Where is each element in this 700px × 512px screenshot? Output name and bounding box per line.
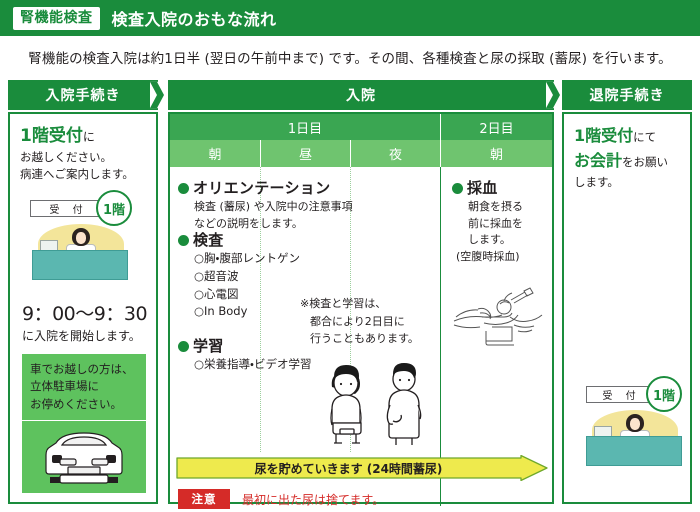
day2-blood-test-desc4: (空腹時採血): [456, 249, 520, 263]
reception-staff-face-left: [76, 232, 86, 244]
day1-item-learning: 学習 ○栄養指導・ビデオ学習: [178, 335, 368, 374]
floor-badge-right: 1階: [646, 376, 682, 412]
left-intro-text: 1階受付に お越しください。 病連へご案内します。: [20, 124, 150, 183]
reception-desk-left: [32, 250, 128, 280]
caution-message: 最初に出た尿は捨てます。: [242, 493, 385, 507]
column-discharge-procedure: 1階受付にて お会計をお願い します。 受 付 1階: [562, 112, 692, 504]
parking-note-line2: 立体駐車場に: [30, 379, 99, 394]
reception-sign-left: 受 付: [30, 200, 102, 217]
day1-examination-sub-3: ○In Body: [194, 304, 248, 319]
left-intro-line3: 病連へご案内します。: [20, 166, 134, 181]
right-intro-line2: お会計をお願い: [574, 149, 684, 174]
column-guide-2: [350, 167, 351, 452]
reception-staff-face-right: [630, 418, 640, 430]
left-admission-time-note: に入院を開始します。: [22, 329, 141, 343]
blood-draw-illustration: [453, 287, 543, 346]
stage-header-discharge-procedure: 退院手続き: [562, 80, 692, 110]
bullet-icon: [452, 183, 463, 194]
reception-sign-right: 受 付: [586, 386, 652, 403]
left-intro-highlight: 1階受付: [20, 126, 83, 146]
exam-note-line2: 都合により2日目に: [310, 314, 405, 328]
right-intro-line3: します。: [574, 174, 619, 189]
day1-orientation-desc1: 検査 (蓄尿) や入院中の注意事項: [194, 200, 353, 213]
right-intro-highlight-2: お会計: [574, 150, 623, 170]
right-intro-text: 1階受付にて お会計をお願い します。: [574, 124, 684, 191]
reception-desk-right: [586, 436, 682, 466]
time-header-divider-2: [350, 140, 351, 167]
time-header-day1-night: 夜: [351, 140, 440, 167]
day2-item-blood-test: 採血 朝食を摂る 前に採血を します。 (空腹時採血): [452, 177, 548, 265]
page-title: 検査入院のおもな流れ: [111, 10, 277, 29]
right-intro-tail-2: をお願い: [622, 154, 669, 169]
day1-examination-sub-0: ○胸・腹部レントゲン: [194, 251, 300, 265]
column-hospitalization: 1日目 2日目 朝 昼 夜 朝 オリエンテーション 検査 (蓄尿) や入院中の注…: [168, 112, 554, 509]
column-admission-procedure: 1階受付に お越しください。 病連へご案内します。 受 付 1階 9：00〜9：…: [8, 112, 158, 504]
floor-badge-left: 1階: [96, 190, 132, 226]
day2-blood-test-desc2: 前に採血を: [468, 216, 523, 230]
urine-collection-banner: 尿を貯めていきます (24時間蓄尿): [176, 454, 548, 482]
page-header: 腎機能検査 検査入院のおもな流れ: [0, 0, 700, 36]
bullet-icon: [178, 183, 189, 194]
bullet-icon: [178, 235, 189, 246]
right-intro-highlight-1: 1階受付: [574, 126, 634, 145]
day-header-divider: [440, 114, 441, 140]
car-icon: [45, 432, 123, 484]
left-parking-note: 車でお越しの方は、 立体駐車場に お停めください。: [22, 354, 146, 420]
stage-arrow-1-icon: [150, 81, 164, 109]
exam-note-line1: ※検査と学習は、: [300, 297, 387, 310]
lead-paragraph: 腎機能の検査入院は約1日半 (翌日の午前中まで) です。その間、各種検査と尿の採…: [28, 50, 672, 67]
day1-item-examination: 検査 ○胸・腹部レントゲン ○超音波 ○心電図 ○In Body: [178, 229, 368, 321]
left-intro-tail: に: [82, 130, 95, 144]
right-intro-tail-1: にて: [633, 130, 657, 144]
day1-learning-sub-0: ○栄養指導・ビデオ学習: [194, 357, 312, 371]
stage-header-admission-procedure: 入院手続き: [8, 80, 158, 110]
time-header-divider-1: [260, 140, 261, 167]
day2-blood-test-desc3: します。: [468, 233, 511, 246]
day1-orientation-title: オリエンテーション: [178, 177, 368, 198]
right-intro-line1: 1階受付にて: [574, 124, 684, 149]
bullet-icon: [178, 341, 189, 352]
parking-note-line3: お停めください。: [30, 396, 122, 411]
counseling-illustration: [330, 363, 422, 445]
stage-header-hospitalization: 入院: [168, 80, 554, 110]
time-header-day1-noon: 昼: [261, 140, 350, 167]
day1-item-orientation: オリエンテーション 検査 (蓄尿) や入院中の注意事項 などの説明をします。: [178, 177, 368, 232]
column-guide-1: [260, 167, 261, 452]
parking-note-line1: 車でお越しの方は、: [30, 362, 134, 376]
exam-schedule-note: ※検査と学習は、 都合により2日目に 行うこともあります。: [300, 295, 440, 348]
day1-examination-sub-2: ○心電図: [194, 286, 239, 301]
exam-note-line3: 行うこともあります。: [310, 332, 419, 346]
left-intro-line2: お越しください。: [20, 149, 112, 164]
header-category-badge: 腎機能検査: [13, 6, 100, 30]
day1-orientation-desc2: などの説明をします。: [194, 216, 303, 230]
time-header-day1-morning: 朝: [170, 140, 260, 167]
stage-header-strip: 入院手続き 入院 退院手続き: [0, 80, 700, 110]
day2-blood-test-label: 採血: [467, 179, 498, 197]
day-header-day1: 1日目: [170, 114, 440, 140]
day2-blood-test-desc1: 朝食を摂る: [468, 200, 523, 213]
time-header-day2-morning: 朝: [441, 140, 552, 167]
stage-arrow-2-icon: [546, 81, 560, 109]
day1-orientation-label: オリエンテーション: [193, 179, 331, 197]
car-illustration: [22, 421, 146, 493]
time-header-divider-3: [440, 140, 441, 167]
day1-learning-label: 学習: [193, 337, 224, 355]
urine-banner-arrow-icon: [176, 454, 548, 482]
urine-banner-label: 尿を貯めていきます (24時間蓄尿): [254, 461, 443, 476]
day2-blood-test-title: 採血: [452, 177, 548, 198]
left-admission-time-range: 9：00〜9：30: [22, 303, 148, 325]
hospitalization-body: オリエンテーション 検査 (蓄尿) や入院中の注意事項 などの説明をします。 検…: [170, 167, 552, 509]
caution-badge: 注意: [178, 489, 230, 509]
reception-illustration-right: 受 付 1階: [564, 372, 694, 477]
left-admission-time: 9：00〜9：30 に入院を開始します。: [22, 299, 158, 344]
day1-examination-sub-1: ○超音波: [194, 268, 239, 283]
day-header-day2: 2日目: [441, 114, 552, 140]
reception-illustration-left: 受 付 1階: [16, 186, 150, 286]
day1-learning-title: 学習: [178, 335, 368, 356]
day1-examination-label: 検査: [193, 231, 224, 249]
day1-examination-title: 検査: [178, 229, 368, 250]
day-divider-line: [440, 167, 441, 506]
